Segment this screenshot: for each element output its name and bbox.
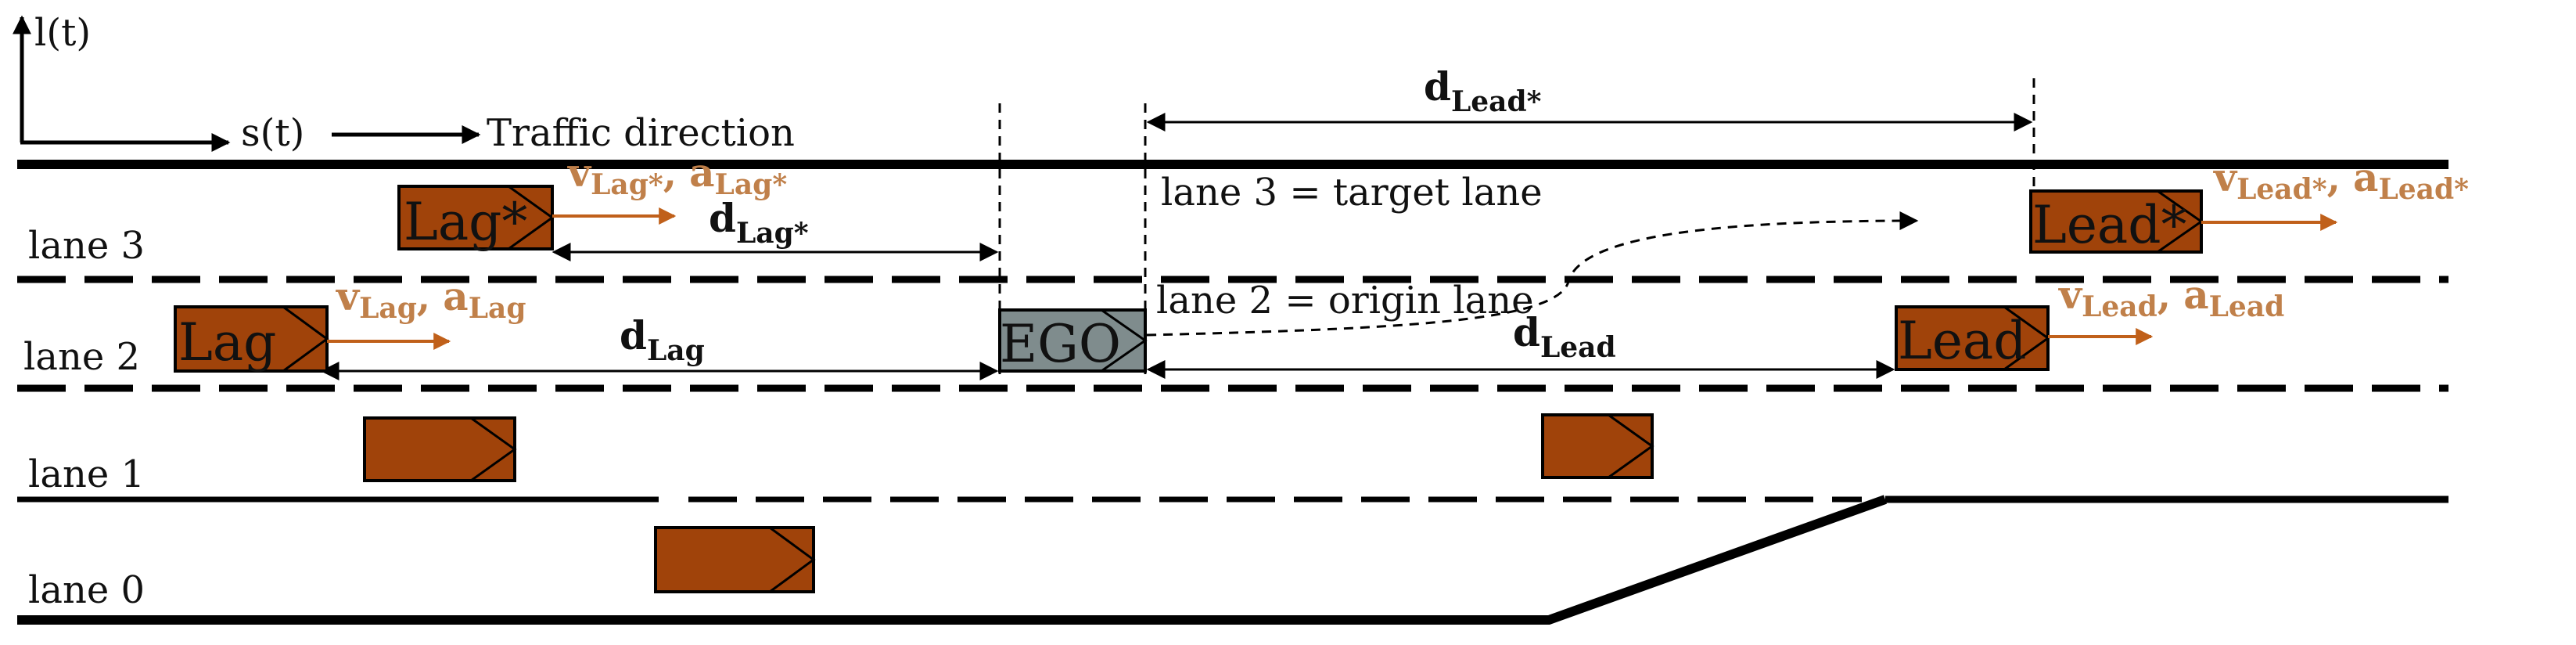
vehicle-lead: Lead: [1895, 305, 2050, 371]
vehicle-lag-label: Lag: [178, 312, 276, 373]
vehicle-ego-label: EGO: [1000, 314, 1121, 374]
lane-labels: lane 3 lane 2 lane 1 lane 0: [23, 224, 145, 612]
vehicle-lane1-a: [363, 416, 517, 482]
distance-lag-star: dLag*: [551, 195, 999, 261]
vehicle-lead-label: Lead: [1898, 311, 2026, 371]
traffic-direction-label: Traffic direction: [487, 111, 795, 155]
lane-label-3: lane 3: [28, 224, 145, 268]
vehicle-ego: EGO: [998, 308, 1148, 374]
vehicle-lane1-b: [1541, 413, 1654, 479]
vehicle-lag-star: Lag*: [397, 185, 555, 252]
on-ramp-edge: [17, 495, 1888, 625]
distance-lead: dLead: [1146, 309, 1895, 379]
lane-label-1: lane 1: [28, 452, 145, 496]
velocity-lag: vLag,aLag: [327, 273, 526, 350]
origin-lane-annotation: lane 2 = origin lane: [1156, 279, 1534, 322]
coordinate-axes: l(t) s(t) Traffic direction: [12, 11, 795, 155]
vehicle-lag-star-label: Lag*: [404, 192, 527, 252]
vehicle-lead-star: Lead*: [2029, 189, 2204, 255]
road: [17, 160, 2448, 625]
vehicle-lead-star-label: Lead*: [2032, 195, 2186, 255]
vehicle-lane0: [654, 526, 816, 593]
vertical-axis-label: l(t): [34, 11, 91, 55]
velocity-lead: vLead,aLead: [2048, 272, 2284, 345]
distance-lag-star-label: dLag*: [709, 195, 809, 250]
distance-lead-star: dLead*: [1146, 63, 2033, 132]
velocity-lead-label: vLead,aLead: [2058, 272, 2284, 323]
horizontal-axis-label: s(t): [241, 111, 304, 155]
distance-lag: dLag: [320, 312, 999, 380]
lane-label-2: lane 2: [23, 335, 140, 379]
distance-lag-label: dLag: [620, 312, 705, 367]
distance-lead-label: dLead: [1513, 309, 1616, 364]
velocity-lead-star: vLead*,aLead*: [2201, 154, 2469, 231]
reference-lines: [998, 78, 2035, 374]
velocity-lead-star-label: vLead*,aLead*: [2213, 154, 2469, 206]
vehicle-lag: Lag: [174, 305, 329, 373]
distance-lead-star-label: dLead*: [1424, 63, 1542, 118]
target-lane-annotation: lane 3 = target lane: [1161, 171, 1543, 214]
velocity-lag-star-label: vLag*,aLag*: [567, 150, 787, 201]
velocity-lag-label: vLag,aLag: [336, 273, 526, 325]
lane-change-trajectory: [1146, 211, 1919, 337]
velocity-lag-star: vLag*,aLag*: [552, 150, 787, 225]
lane-label-0: lane 0: [28, 568, 145, 612]
